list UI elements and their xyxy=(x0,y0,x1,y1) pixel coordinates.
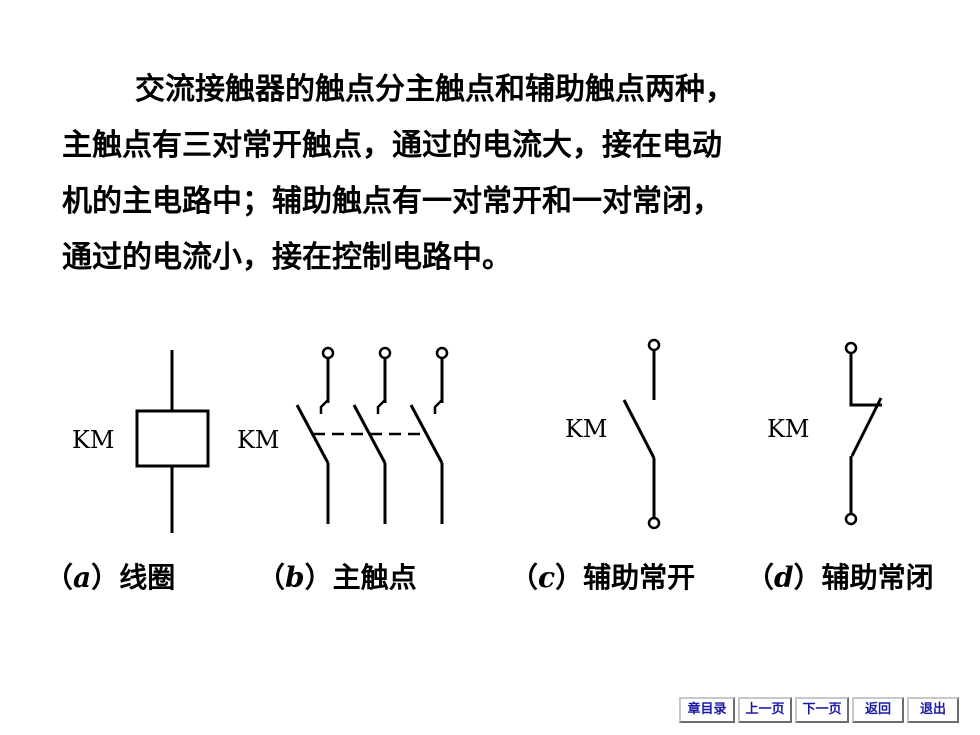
exit-button[interactable]: 退出 xyxy=(907,697,959,723)
caption-b-close-paren: ） xyxy=(304,561,333,594)
main-contact-1-terminal xyxy=(321,346,335,360)
paragraph-line-2: 主触点有三对常开触点，通过的电流大，接在电动 xyxy=(62,128,722,163)
caption-c-letter: c xyxy=(538,561,556,594)
main-contact-1-arc-mark xyxy=(319,399,329,414)
main-contact-2 xyxy=(352,346,392,524)
caption-d-letter: d xyxy=(774,561,794,594)
main-contact-2-arc-mark xyxy=(376,399,386,414)
caption-c-text: 辅助常开 xyxy=(583,561,696,594)
aux-no-terminal-top xyxy=(647,338,661,352)
coil-rectangle xyxy=(135,409,210,468)
main-contact-2-terminal xyxy=(378,346,392,360)
coil-symbol: KM xyxy=(72,350,210,533)
caption-d: （d）辅助常闭 xyxy=(746,556,934,596)
caption-b-open-paren: （ xyxy=(257,561,286,594)
aux-nc-blade xyxy=(850,397,883,457)
caption-c-close-paren: ） xyxy=(555,561,584,594)
coil-label: KM xyxy=(72,426,115,454)
caption-d-close-paren: ） xyxy=(793,561,822,594)
caption-d-open-paren: （ xyxy=(746,561,775,594)
main-contact-2-blade xyxy=(352,404,387,464)
main-contact-1 xyxy=(295,346,335,524)
caption-b: （b）主触点 xyxy=(257,556,417,596)
next-page-button[interactable]: 下一页 xyxy=(795,697,849,723)
main-contact-1-blade xyxy=(295,404,330,464)
prev-page-button[interactable]: 上一页 xyxy=(738,697,792,723)
main-contact-3-arc-mark xyxy=(433,399,443,414)
aux-no-terminal-bottom xyxy=(647,516,661,530)
main-contacts-label: KM xyxy=(237,426,280,454)
caption-d-text: 辅助常闭 xyxy=(821,561,934,594)
aux-no-label: KM xyxy=(565,415,608,443)
main-contact-3-blade xyxy=(409,404,444,464)
caption-a-text: 线圈 xyxy=(119,561,176,594)
caption-c-open-paren: （ xyxy=(510,561,539,594)
caption-b-text: 主触点 xyxy=(332,561,417,594)
aux-no-blade xyxy=(622,399,656,459)
caption-a-close-paren: ） xyxy=(91,561,120,594)
paragraph-line-4: 通过的电流小，接在控制电路中。 xyxy=(62,240,512,275)
caption-a-letter: a xyxy=(73,561,92,594)
back-button[interactable]: 返回 xyxy=(852,697,904,723)
main-contact-3-terminal xyxy=(435,346,449,360)
paragraph-line-3: 机的主电路中；辅助触点有一对常开和一对常闭， xyxy=(62,184,722,219)
chapter-menu-button[interactable]: 章目录 xyxy=(679,697,735,723)
paragraph-line-1: 交流接触器的触点分主触点和辅助触点两种， xyxy=(135,72,735,107)
aux-nc-label: KM xyxy=(767,415,810,443)
description-paragraph: 交流接触器的触点分主触点和辅助触点两种， 主触点有三对常开触点，通过的电流大，接… xyxy=(62,62,932,286)
aux-nc-terminal-bottom xyxy=(844,512,858,526)
aux-normally-open-symbol: KM xyxy=(565,338,661,530)
aux-nc-terminal-top xyxy=(844,341,858,355)
main-contact-3 xyxy=(409,346,449,524)
caption-c: （c）辅助常开 xyxy=(510,556,695,596)
aux-normally-closed-symbol: KM xyxy=(767,341,883,526)
aux-nc-fixed-contact xyxy=(849,353,882,407)
caption-b-letter: b xyxy=(285,561,305,594)
slide-navigation-bar: 章目录 上一页 下一页 返回 退出 xyxy=(679,697,959,723)
main-contacts-symbol: KM xyxy=(237,346,449,524)
caption-a-open-paren: （ xyxy=(45,561,74,594)
caption-a: （a）线圈 xyxy=(45,556,175,596)
